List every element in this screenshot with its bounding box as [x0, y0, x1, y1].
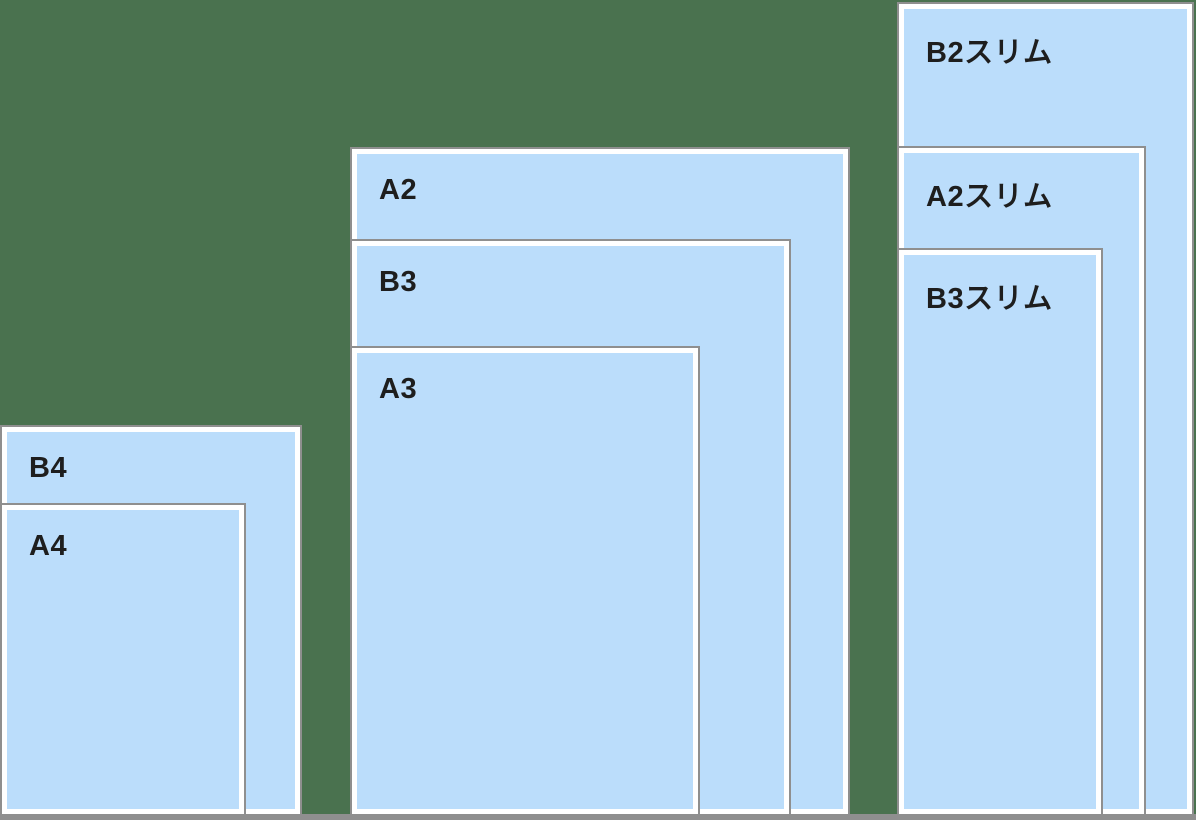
baseline-bar	[0, 814, 1196, 820]
paper-label-b3-slim: B3スリム	[926, 283, 1053, 315]
paper-a3: A3	[352, 348, 698, 814]
paper-b3-slim: B3スリム	[899, 250, 1101, 814]
paper-label-b2-slim: B2スリム	[926, 37, 1053, 69]
paper-label-b3: B3	[379, 266, 418, 298]
paper-label-a2-slim: A2スリム	[926, 181, 1053, 213]
paper-label-b4: B4	[29, 452, 68, 484]
paper-a4: A4	[2, 505, 244, 814]
paper-label-a3: A3	[379, 373, 418, 405]
paper-label-a2: A2	[379, 174, 418, 206]
paper-label-a4: A4	[29, 530, 68, 562]
